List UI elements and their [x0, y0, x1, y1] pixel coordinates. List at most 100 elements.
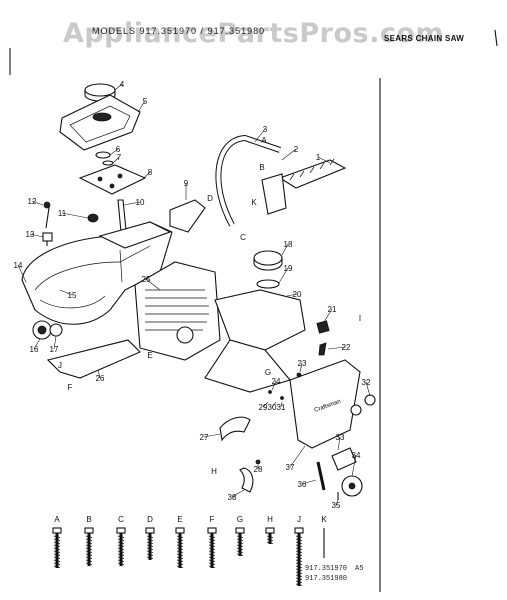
callout-number: 27 [200, 433, 209, 442]
callout-number: 20 [293, 290, 302, 299]
callout-number: 21 [328, 305, 337, 314]
callout-number: 18 [284, 240, 293, 249]
callout-31: 31 [277, 401, 286, 412]
part-14-housing [21, 221, 173, 325]
callout-28: 28 [254, 465, 263, 474]
connector-letter-D: D [207, 194, 213, 203]
screw-head [116, 527, 126, 534]
connector-letter-G: G [265, 368, 271, 377]
callout-10: 10 [123, 198, 145, 207]
callout-29: 29 [259, 401, 269, 412]
screw-C: C [116, 515, 126, 566]
part-33-drum [331, 447, 357, 471]
callout-22: 22 [327, 343, 351, 352]
callout-number: 15 [68, 291, 77, 300]
part-19-seal [256, 279, 280, 289]
part-25-engine [134, 261, 221, 361]
part-37-clutch-cover: Craftsman [289, 359, 361, 449]
callout-number: 11 [58, 209, 67, 218]
callout-number: 29 [259, 403, 268, 412]
part-5-top-cover [59, 94, 141, 151]
screw-letter: K [321, 515, 327, 524]
callout-13: 13 [26, 230, 44, 239]
callout-19: 19 [278, 264, 293, 284]
callout-number: 16 [30, 345, 39, 354]
model-number-2: 917.351980 [305, 575, 348, 583]
screw-head [84, 527, 94, 534]
part-24-screw [268, 390, 272, 394]
screw-K: K [321, 515, 327, 558]
screw-D: D [145, 515, 155, 560]
callout-number: 13 [26, 230, 35, 239]
header-title: SEARS CHAIN SAW [384, 34, 465, 43]
callout-4: 4 [114, 80, 125, 91]
watermark: AppliancePartsPros.com [62, 18, 445, 49]
callout-26: 26 [96, 369, 105, 383]
connector-letter-C: C [240, 233, 246, 242]
screw-head [294, 527, 304, 534]
part-26-guard [46, 339, 141, 379]
callout-number: 1 [316, 153, 321, 162]
model-number-1: 917.351970 [305, 565, 348, 573]
screw-F: F [207, 515, 217, 568]
part-32-nut [364, 394, 376, 406]
callout-33: 33 [336, 433, 345, 451]
screw-letter: G [237, 515, 243, 524]
screw-head [52, 527, 62, 534]
callout-number: 3 [263, 125, 268, 134]
callout-number: 38 [228, 493, 237, 502]
part-2-bracket [261, 173, 287, 215]
screw-letter: H [267, 515, 273, 524]
part-6-washer [95, 151, 111, 159]
screw-letter: F [210, 515, 215, 524]
callout-number: 10 [136, 198, 145, 207]
callout-21: 21 [323, 305, 337, 323]
part-13-plug [42, 232, 53, 246]
part-36-spring [316, 461, 326, 491]
part-9-bracket [169, 199, 206, 233]
callout-14: 14 [14, 261, 27, 283]
callout-15: 15 [59, 289, 77, 300]
part-12-line [43, 201, 51, 229]
screw-J: J [294, 515, 304, 586]
callout-35: 35 [332, 499, 341, 510]
part-11-grommet [87, 213, 99, 223]
screw-head [235, 527, 245, 534]
part-22-clip [318, 342, 327, 356]
connector-letter-F: F [68, 383, 73, 392]
callout-number: 5 [143, 97, 148, 106]
callout-number: 23 [298, 359, 307, 368]
callout-18: 18 [281, 240, 293, 256]
callout-11: 11 [58, 209, 89, 219]
screw-letter: A [54, 515, 60, 524]
callout-23: 23 [298, 359, 307, 373]
callout-number: 12 [28, 197, 37, 206]
callout-number: 35 [332, 501, 341, 510]
callout-number: 31 [277, 403, 286, 412]
callout-9: 9 [184, 179, 189, 200]
connector-letter-J: J [58, 361, 62, 370]
callout-number: 24 [272, 377, 281, 386]
callout-number: 34 [352, 451, 361, 460]
callout-2: 2 [281, 145, 299, 161]
connector-letter-E: E [147, 351, 152, 360]
part-1-grip [278, 158, 347, 189]
callout-number: 26 [96, 374, 105, 383]
callout-5: 5 [137, 97, 148, 113]
screw-B: B [84, 515, 94, 566]
part-3-front-handle [215, 134, 281, 227]
callout-number: 6 [116, 145, 121, 154]
part-21-nut [316, 320, 330, 334]
callout-6: 6 [109, 145, 121, 156]
part-7-clip [102, 160, 114, 166]
header-models: MODELS 917.351970 / 917.351980 [92, 26, 266, 36]
callout-number: 14 [14, 261, 23, 270]
callout-number: 7 [117, 153, 122, 162]
screw-E: E [175, 515, 185, 568]
part-20-tank [204, 289, 306, 393]
callout-1: 1 [316, 153, 331, 164]
